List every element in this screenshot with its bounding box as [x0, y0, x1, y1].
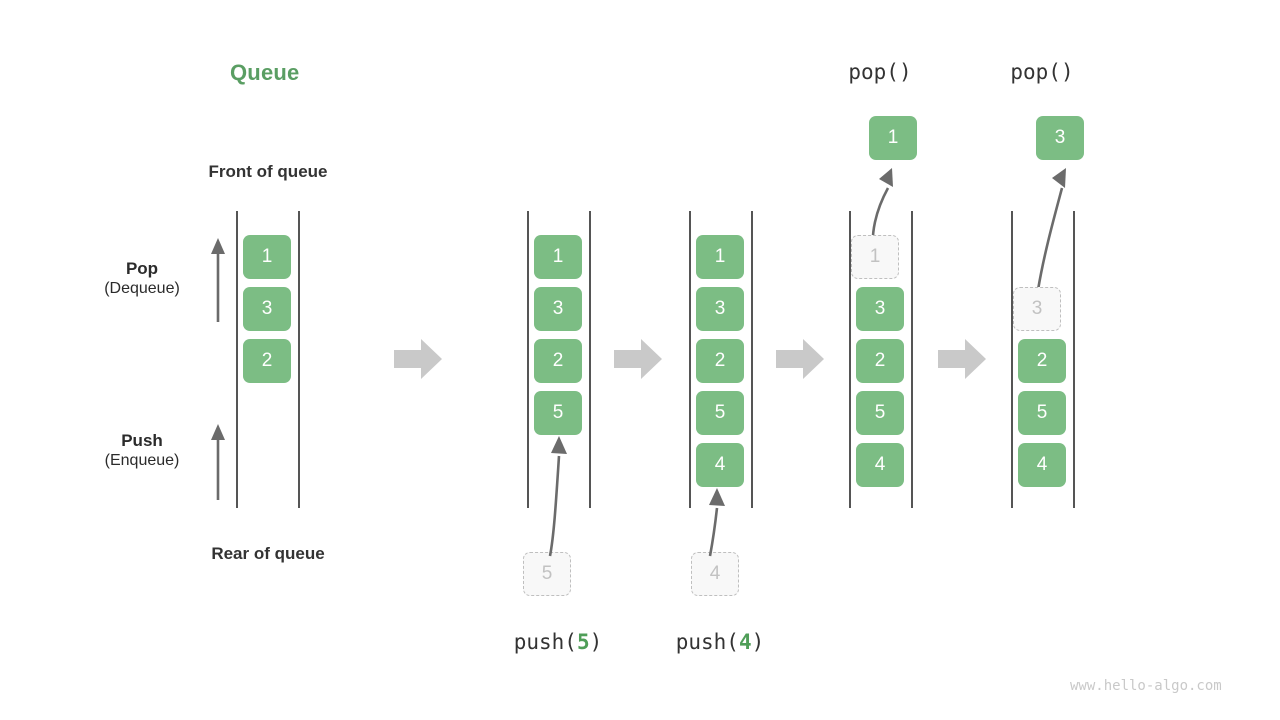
queue-rail-left: [1011, 211, 1013, 508]
push-direction-arrow-icon: [211, 424, 225, 500]
transition-arrow-icon: [394, 339, 442, 379]
queue-cell: 2: [1018, 339, 1066, 383]
diagram-title: Queue: [230, 60, 300, 85]
pop-operation-label: Pop (Dequeue): [42, 258, 242, 299]
caption-suffix: ): [751, 630, 765, 654]
transition-arrow-icon: [776, 339, 824, 379]
push-5-caption: push(5): [478, 630, 638, 654]
queue-rail-right: [1073, 211, 1075, 508]
caption-prefix: push(: [513, 630, 577, 654]
caption-value: 5: [576, 630, 590, 654]
caption-prefix: push(: [675, 630, 739, 654]
queue-cell: 4: [1018, 443, 1066, 487]
queue-cell: 2: [856, 339, 904, 383]
transition-arrow-icon: [614, 339, 662, 379]
queue-cell-ghost: 1: [851, 235, 899, 279]
caption-prefix: pop(: [848, 60, 899, 84]
incoming-element-ghost: 4: [691, 552, 739, 596]
queue-rail-left: [689, 211, 691, 508]
caption-suffix: ): [1060, 60, 1074, 84]
queue-cell: 5: [856, 391, 904, 435]
caption-value: 4: [738, 630, 752, 654]
queue-cell: 2: [243, 339, 291, 383]
queue-cell: 2: [534, 339, 582, 383]
push-flow-arrow-icon: [708, 488, 725, 557]
queue-rail-right: [298, 211, 300, 508]
push-flow-arrow-icon: [548, 436, 567, 557]
queue-rail-left: [849, 211, 851, 508]
push-4-caption: push(4): [640, 630, 800, 654]
queue-cell: 3: [856, 287, 904, 331]
front-of-queue-label: Front of queue: [208, 162, 328, 181]
queue-cell: 1: [534, 235, 582, 279]
queue-rail-right: [589, 211, 591, 508]
pop-label-primary: Pop: [125, 259, 159, 278]
queue-cell: 5: [534, 391, 582, 435]
queue-cell-ghost: 3: [1013, 287, 1061, 331]
transition-arrow-icon: [938, 339, 986, 379]
queue-cell: 3: [696, 287, 744, 331]
rear-of-queue-label: Rear of queue: [211, 544, 325, 563]
caption-suffix: ): [898, 60, 912, 84]
queue-cell: 4: [856, 443, 904, 487]
push-label-primary: Push: [121, 431, 163, 450]
queue-rail-right: [751, 211, 753, 508]
queue-cell: 3: [534, 287, 582, 331]
pop-flow-arrow-icon: [1036, 168, 1066, 291]
caption-suffix: ): [589, 630, 603, 654]
pop-label-alias: (Dequeue): [104, 280, 180, 298]
push-label-alias: (Enqueue): [104, 452, 180, 470]
queue-cell: 2: [696, 339, 744, 383]
queue-cell: 5: [696, 391, 744, 435]
pop-caption-1: pop(): [820, 60, 940, 84]
queue-cell: 1: [243, 235, 291, 279]
watermark: www.hello-algo.com: [1070, 678, 1222, 694]
queue-cell: 1: [696, 235, 744, 279]
queue-cell: 4: [696, 443, 744, 487]
queue-rail-right: [911, 211, 913, 508]
incoming-element-ghost: 5: [523, 552, 571, 596]
caption-prefix: pop(: [1010, 60, 1061, 84]
queue-rail-left: [236, 211, 238, 508]
pop-caption-2: pop(): [982, 60, 1102, 84]
queue-rail-left: [527, 211, 529, 508]
queue-cell: 3: [243, 287, 291, 331]
popped-element: 3: [1036, 116, 1084, 160]
push-operation-label: Push (Enqueue): [42, 430, 242, 471]
queue-cell: 5: [1018, 391, 1066, 435]
popped-element: 1: [869, 116, 917, 160]
pop-direction-arrow-icon: [211, 238, 225, 322]
